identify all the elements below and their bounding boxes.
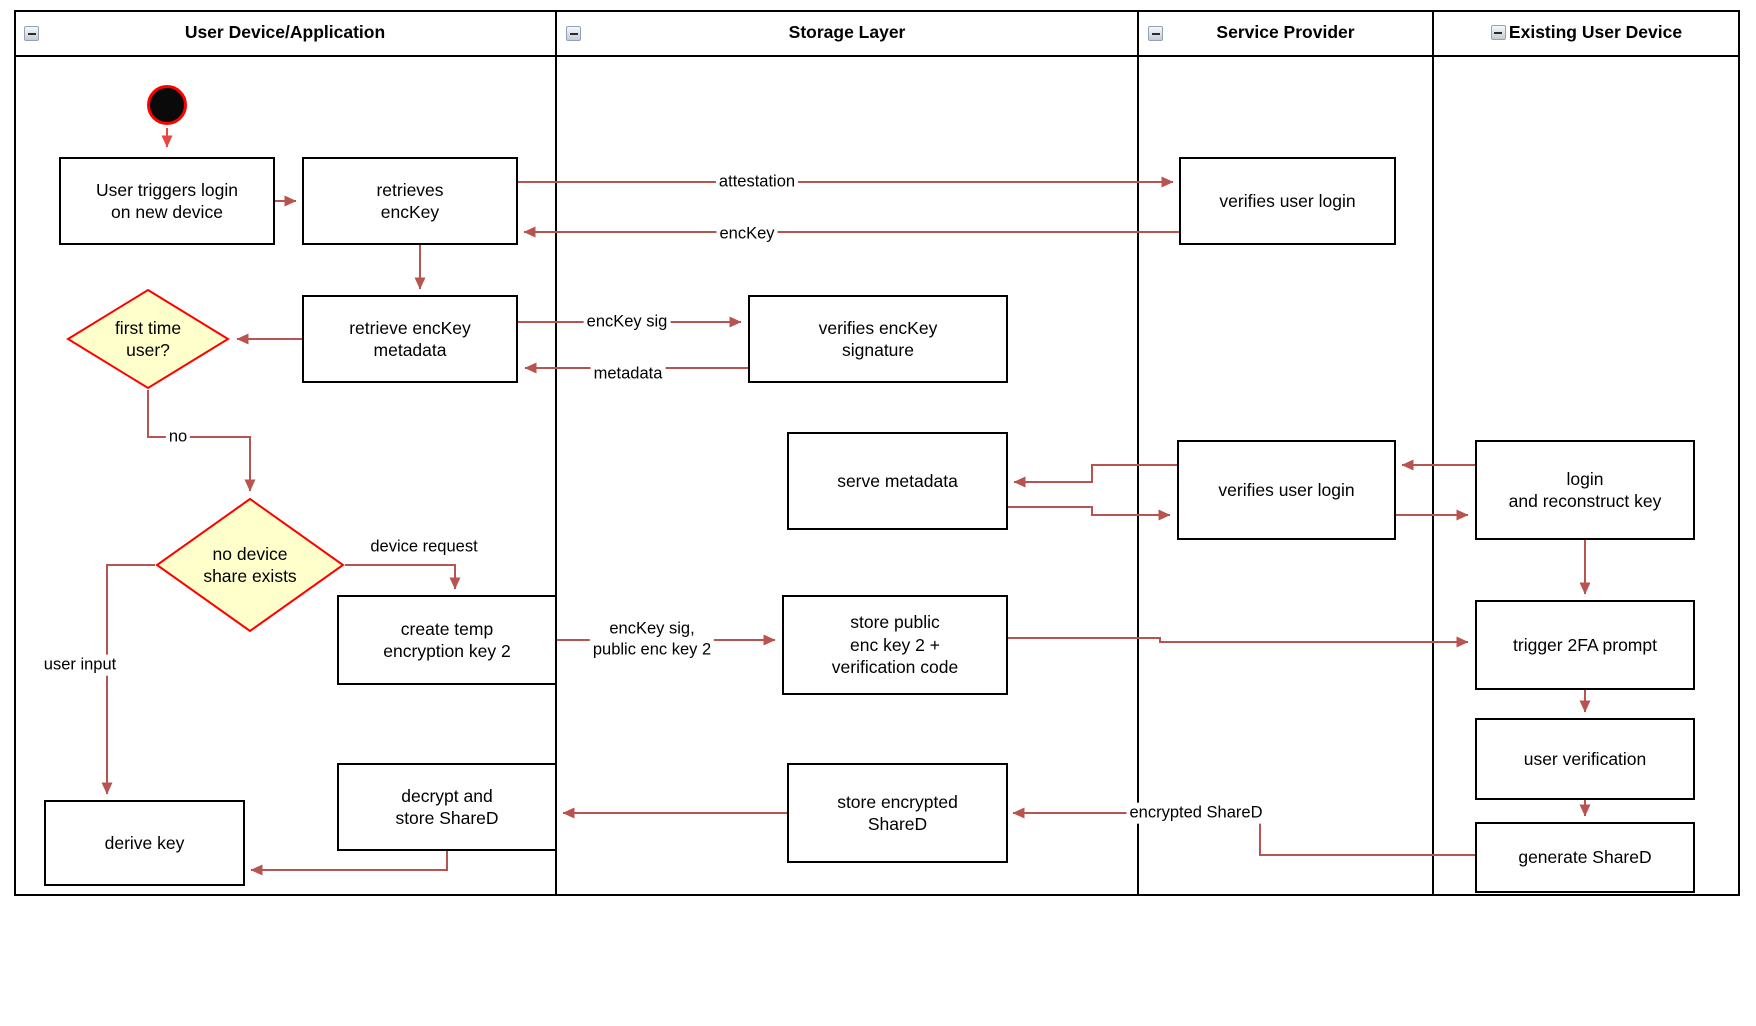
header-separator — [1137, 10, 1139, 57]
activity-label: serve metadata — [837, 470, 958, 491]
lane-line — [555, 57, 557, 894]
header-separator — [555, 10, 557, 57]
lane-title: Service Provider — [1216, 22, 1355, 42]
diamond-shape — [155, 497, 345, 633]
activity-serve-metadata[interactable]: serve metadata — [787, 432, 1008, 530]
activity-label: retrieves encKey — [376, 179, 444, 222]
lane-line — [1137, 57, 1139, 894]
edge-label-metadata[interactable]: metadata — [590, 363, 666, 385]
lane-header-storage-layer[interactable]: Storage Layer — [556, 10, 1138, 57]
activity-store-public-enc-key-2[interactable]: store public enc key 2 + verification co… — [782, 595, 1008, 695]
edge-label-enckey-sig-public[interactable]: encKey sig, public enc key 2 — [589, 618, 715, 660]
start-state-circle[interactable] — [147, 85, 187, 125]
collapse-icon[interactable] — [566, 26, 581, 41]
activity-label: decrypt and store ShareD — [395, 785, 499, 828]
edge-label-no[interactable]: no — [165, 426, 191, 448]
activity-label: login and reconstruct key — [1508, 468, 1662, 511]
lane-title: Existing User Device — [1508, 22, 1683, 42]
activity-label: verifies encKey signature — [818, 317, 938, 360]
lane-header-existing-user-device[interactable]: Existing User Device — [1433, 10, 1740, 57]
activity-verifies-user-login-1[interactable]: verifies user login — [1179, 157, 1396, 245]
edge-label-enckey-sig[interactable]: encKey sig — [583, 311, 671, 333]
edge-decrypt-to-derive-key[interactable] — [250, 851, 448, 876]
decision-label: first time user? — [114, 317, 182, 360]
activity-verifies-user-login-2[interactable]: verifies user login — [1177, 440, 1396, 540]
activity-label: derive key — [104, 832, 185, 853]
activity-decrypt-and-store-shared[interactable]: decrypt and store ShareD — [337, 763, 557, 851]
edge-label-enckey[interactable]: encKey — [716, 223, 778, 245]
lane-title: User Device/Application — [184, 22, 386, 42]
collapse-icon[interactable] — [24, 26, 39, 41]
diamond-shape — [66, 288, 230, 390]
activity-label: trigger 2FA prompt — [1513, 634, 1657, 655]
activity-user-triggers-login[interactable]: User triggers login on new device — [59, 157, 275, 245]
decision-first-time-user[interactable]: first time user? — [66, 288, 230, 390]
activity-label: verifies user login — [1219, 190, 1356, 211]
activity-create-temp-encryption-key-2[interactable]: create temp encryption key 2 — [337, 595, 557, 685]
activity-retrieve-enckey-metadata[interactable]: retrieve encKey metadata — [302, 295, 518, 383]
minus-glyph — [27, 32, 36, 35]
collapse-icon[interactable] — [1148, 26, 1163, 41]
edge-no-branch[interactable] — [147, 390, 256, 492]
activity-label: store public enc key 2 + verification co… — [831, 612, 959, 678]
decision-label: no device share exists — [203, 543, 297, 586]
edge-device-request[interactable] — [345, 564, 461, 590]
collapse-icon[interactable] — [1490, 25, 1506, 40]
edge-user-input[interactable] — [101, 564, 155, 795]
activity-label: generate ShareD — [1518, 847, 1652, 868]
minus-glyph — [1151, 32, 1160, 35]
lane-title: Storage Layer — [788, 22, 906, 42]
minus-glyph — [1494, 31, 1503, 34]
edge-label-encrypted-shared[interactable]: encrypted ShareD — [1126, 802, 1266, 824]
activity-label: User triggers login on new device — [96, 179, 238, 222]
decision-no-device-share-exists[interactable]: no device share exists — [155, 497, 345, 633]
pool-border — [14, 10, 1740, 896]
activity-store-encrypted-shared[interactable]: store encrypted ShareD — [787, 763, 1008, 863]
edge-label-attestation[interactable]: attestation — [715, 171, 799, 193]
lane-header-user-device[interactable]: User Device/Application — [14, 10, 556, 57]
activity-label: verifies user login — [1218, 479, 1355, 500]
lane-line — [1432, 57, 1434, 894]
activity-login-and-reconstruct-key[interactable]: login and reconstruct key — [1475, 440, 1695, 540]
activity-label: create temp encryption key 2 — [383, 618, 511, 661]
edge-label-user-input[interactable]: user input — [40, 654, 120, 676]
activity-label: retrieve encKey metadata — [349, 317, 471, 360]
edge-verifies-login2-to-serve-metadata[interactable] — [1013, 464, 1177, 488]
activity-label: store encrypted ShareD — [837, 791, 958, 834]
activity-trigger-2fa-prompt[interactable]: trigger 2FA prompt — [1475, 600, 1695, 690]
header-separator — [1432, 10, 1434, 57]
activity-derive-key[interactable]: derive key — [44, 800, 245, 886]
activity-generate-shared[interactable]: generate ShareD — [1475, 822, 1695, 893]
edge-serve-metadata-to-verifies-login2[interactable] — [1008, 506, 1171, 521]
minus-glyph — [569, 32, 578, 35]
edge-store-public-to-trigger-2fa[interactable] — [1008, 636, 1469, 648]
activity-verifies-enckey-signature[interactable]: verifies encKey signature — [748, 295, 1008, 383]
activity-user-verification[interactable]: user verification — [1475, 718, 1695, 800]
activity-label: user verification — [1523, 748, 1647, 769]
lane-header-service-provider[interactable]: Service Provider — [1138, 10, 1433, 57]
activity-retrieves-enckey[interactable]: retrieves encKey — [302, 157, 518, 245]
edge-label-device-request[interactable]: device request — [367, 536, 481, 558]
